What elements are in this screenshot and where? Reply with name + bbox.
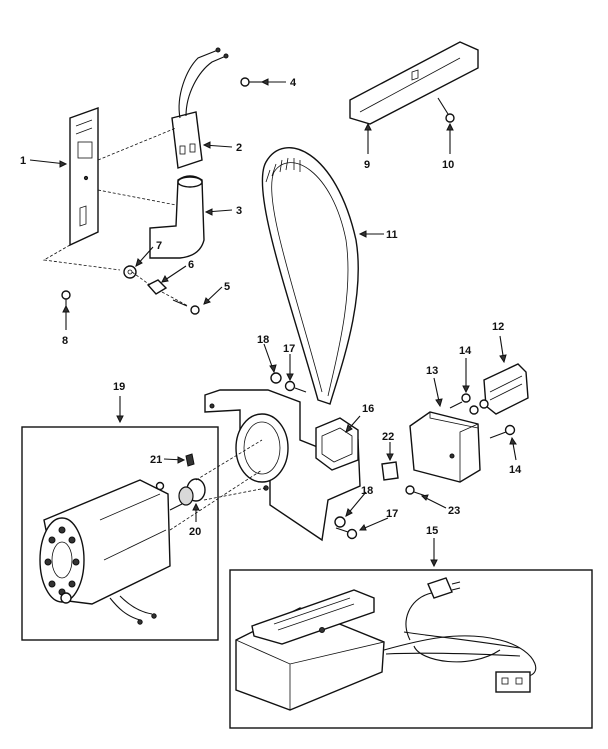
part-17-screw-bottom — [335, 527, 358, 540]
part-10-screw — [437, 97, 455, 123]
part-18-washer-bottom — [334, 516, 346, 528]
callout-labels: 1 2 3 4 5 6 7 8 9 10 11 12 13 14 14 15 1… — [20, 77, 522, 538]
part-1-mounting-plate — [69, 107, 99, 247]
part-14-screw-lower — [489, 424, 516, 439]
callout-21: 21 — [150, 454, 162, 466]
part-13-capacitor — [409, 411, 481, 483]
part-21-set-screw — [185, 453, 195, 467]
part-12-terminal-strip — [469, 363, 529, 415]
callout-17a: 17 — [283, 343, 295, 355]
callout-7: 7 — [156, 240, 162, 252]
leader-lines — [29, 78, 517, 568]
callout-14b: 14 — [509, 464, 522, 476]
part-19-motor — [39, 479, 183, 625]
part-18-washer-top — [270, 372, 282, 384]
part-22-bushing — [381, 461, 399, 481]
callout-8: 8 — [62, 335, 68, 347]
callout-13: 13 — [426, 365, 438, 377]
part-3-elbow — [149, 175, 205, 259]
callout-12: 12 — [492, 321, 504, 333]
part-5-screw — [172, 299, 200, 315]
callout-11: 11 — [386, 229, 398, 241]
part-17-screw-top — [284, 380, 307, 393]
callout-10: 10 — [442, 159, 454, 171]
part-23-screw — [405, 485, 427, 497]
part-6-nut — [146, 279, 168, 295]
part-11-belt — [261, 147, 359, 405]
part-14-screw-upper — [449, 393, 471, 409]
callout-6: 6 — [188, 259, 194, 271]
callout-18a: 18 — [257, 334, 269, 346]
part-15-foot-control — [235, 577, 537, 711]
callout-3: 3 — [236, 205, 242, 217]
callout-4: 4 — [290, 77, 297, 89]
callout-17b: 17 — [386, 508, 398, 520]
part-4-screw — [240, 77, 262, 87]
part-20-pulley — [178, 478, 206, 506]
callout-14a: 14 — [459, 345, 472, 357]
callout-22: 22 — [382, 431, 394, 443]
callout-23: 23 — [448, 505, 460, 517]
part-19-frame — [21, 426, 219, 641]
callout-15: 15 — [426, 525, 438, 537]
part-8-screw — [61, 290, 71, 306]
callout-20: 20 — [189, 526, 201, 538]
part-7-washer — [123, 265, 137, 279]
part-15-frame — [229, 569, 593, 729]
callout-9: 9 — [364, 159, 370, 171]
callout-1: 1 — [20, 155, 26, 167]
part-9-bracket — [349, 41, 479, 125]
callout-18b: 18 — [361, 485, 373, 497]
callout-2: 2 — [236, 142, 242, 154]
part-2-connector — [171, 47, 229, 169]
callout-16: 16 — [362, 403, 374, 415]
callout-5: 5 — [224, 281, 230, 293]
callout-19: 19 — [113, 381, 125, 393]
